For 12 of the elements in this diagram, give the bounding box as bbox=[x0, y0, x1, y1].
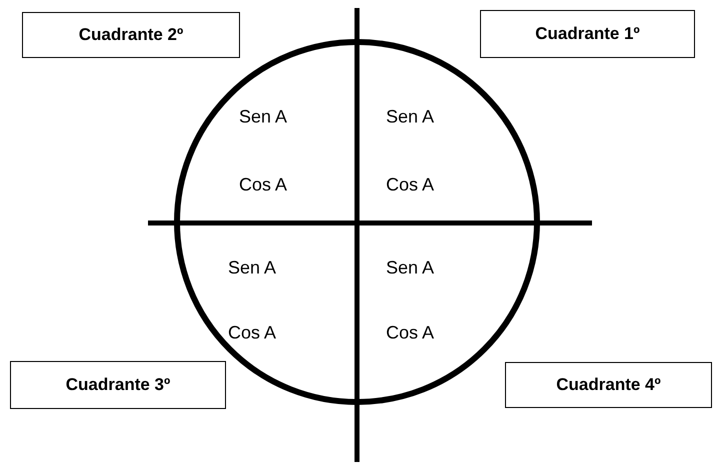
trig-function-label: Cos A bbox=[228, 322, 276, 344]
trig-function-label: Cos A bbox=[386, 174, 434, 196]
quadrant-label-box: Cuadrante 2º bbox=[22, 12, 240, 58]
quadrant-label-box: Cuadrante 4º bbox=[505, 362, 712, 408]
quadrant-label-box: Cuadrante 1º bbox=[480, 10, 695, 58]
trig-function-label: Sen A bbox=[238, 106, 288, 128]
trig-function-label: Cos A bbox=[238, 174, 288, 196]
trig-function-label: Sen A bbox=[386, 258, 434, 278]
quadrant-label-box: Cuadrante 3º bbox=[10, 361, 226, 409]
trig-function-label: Cos A bbox=[386, 322, 434, 344]
trig-function-label: Sen A bbox=[386, 106, 434, 128]
trig-function-label: Sen A bbox=[228, 258, 276, 278]
